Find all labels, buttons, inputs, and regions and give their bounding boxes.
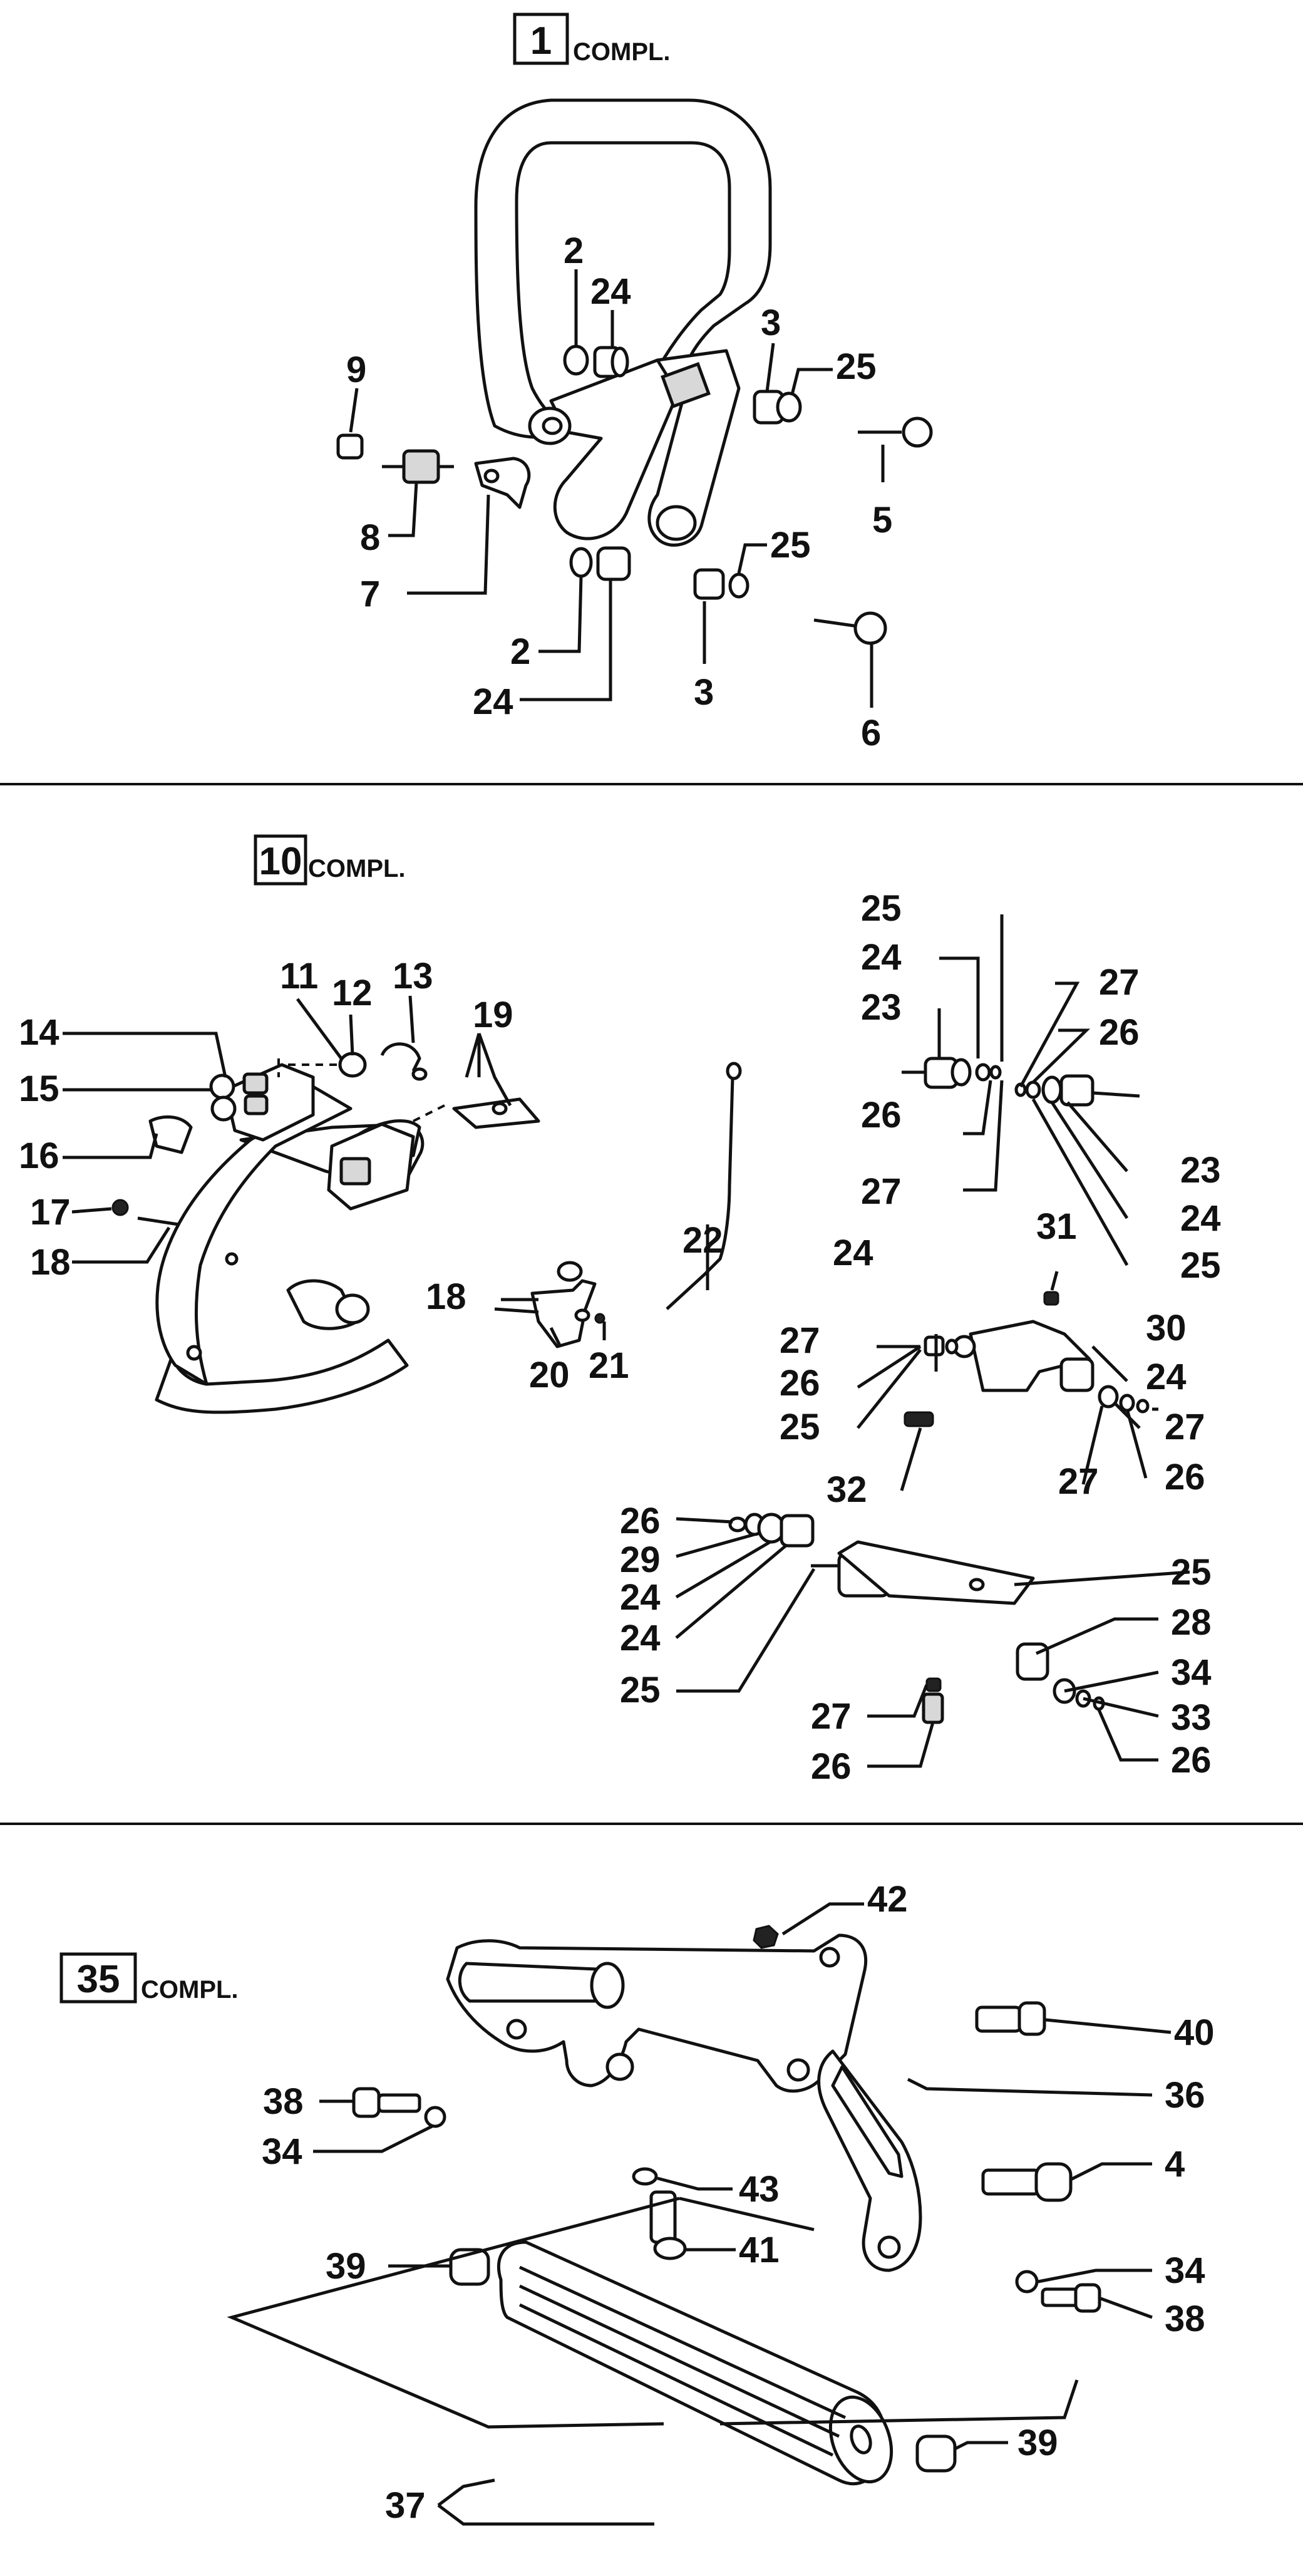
callout: 13 [393,956,433,996]
callout: 18 [30,1242,71,1283]
callout: 2 [510,631,530,672]
section-suffix: COMPL. [573,38,671,66]
section-1-labels: 2 24 9 3 25 8 5 7 2 25 24 3 6 [346,230,892,753]
callout: 25 [770,525,811,566]
callout: 25 [620,1670,661,1710]
section-number: 35 [77,1958,120,2001]
callout: 23 [861,987,902,1028]
callout: 26 [620,1501,661,1541]
section-suffix: COMPL. [141,1976,239,2004]
section-1-small-parts [336,344,933,645]
section-35-small-parts [352,1925,1101,2473]
callout: 24 [473,681,513,722]
callout: 28 [1171,1602,1212,1643]
callout: 19 [473,995,513,1035]
callout: 25 [1180,1245,1221,1286]
callout: 38 [1165,2299,1205,2339]
callout: 39 [1017,2423,1058,2463]
section-number: 1 [530,19,552,63]
rear-handle-assembly [111,1058,445,1414]
callout: 31 [1036,1206,1077,1247]
callout: 26 [1165,1457,1205,1497]
callout: 38 [263,2081,304,2122]
callout: 18 [426,1276,466,1317]
callout: 29 [620,1539,661,1580]
callout: 16 [19,1135,59,1176]
callout: 7 [360,574,380,614]
roller-part [227,2196,1079,2486]
bumper-bracket-assembly [446,1933,922,2272]
callout: 41 [739,2230,780,2270]
callout: 4 [1165,2144,1185,2185]
callout: 5 [872,500,892,541]
callout: 25 [780,1407,820,1447]
callout: 24 [620,1618,661,1658]
callout: 26 [861,1095,902,1135]
section-1-leaders [349,269,885,708]
section-10-right-parts [728,1057,1150,1724]
callout: 33 [1171,1697,1212,1738]
callout: 34 [262,2131,302,2172]
callout: 8 [360,517,380,558]
callout: 40 [1174,2012,1215,2053]
callout: 39 [326,2246,366,2287]
callout: 14 [19,1012,59,1053]
section-10-header: 10 COMPL. [254,834,406,886]
callout: 15 [19,1068,59,1109]
front-handle-part [474,98,772,547]
callout: 43 [739,2169,780,2210]
callout: 27 [1099,962,1140,1003]
section-10-leaders [63,914,1190,1768]
section-35-leaders [313,1902,1172,2526]
callout: 3 [761,303,781,343]
callout: 36 [1165,2075,1205,2116]
callout: 25 [836,346,877,387]
callout: 9 [346,349,366,390]
section-35-header: 35 COMPL. [59,1952,239,2004]
section-1-header: 1 COMPL. [513,13,671,66]
section-10-labels: 25 24 23 27 26 11 12 13 14 19 15 26 23 1… [19,888,1221,1787]
callout: 30 [1146,1308,1187,1348]
callout: 26 [1099,1012,1140,1053]
section-number: 10 [259,840,302,883]
callout: 42 [867,1879,908,1920]
callout: 21 [589,1345,629,1386]
callout: 3 [694,672,714,713]
callout: 6 [861,713,881,753]
callout: 32 [827,1469,867,1510]
callout: 27 [1058,1461,1099,1502]
section-suffix: COMPL. [308,855,406,882]
callout: 27 [780,1320,820,1361]
callout: 23 [1180,1150,1221,1191]
callout: 25 [861,888,902,929]
callout: 34 [1165,2250,1205,2291]
callout: 24 [861,937,902,978]
callout: 22 [682,1220,723,1261]
callout: 26 [811,1746,852,1787]
callout: 17 [30,1192,71,1233]
callout: 11 [280,956,318,996]
callout: 26 [1171,1740,1212,1781]
callout: 24 [1180,1198,1221,1239]
callout: 24 [590,271,631,312]
section-35-labels: 42 40 38 36 34 4 43 41 39 34 38 39 37 [262,1879,1215,2526]
callout: 27 [1165,1407,1205,1447]
section-10-small-parts [338,1042,742,1348]
callout: 26 [780,1363,820,1404]
callout: 2 [564,230,584,271]
callout: 27 [861,1171,902,1212]
callout: 37 [385,2485,426,2526]
callout: 12 [332,973,373,1013]
callout: 24 [833,1233,873,1273]
callout: 24 [620,1577,661,1618]
callout: 24 [1146,1357,1187,1397]
callout: 27 [811,1696,852,1737]
callout: 20 [529,1355,570,1395]
callout: 34 [1171,1652,1212,1693]
callout: 25 [1171,1552,1212,1593]
